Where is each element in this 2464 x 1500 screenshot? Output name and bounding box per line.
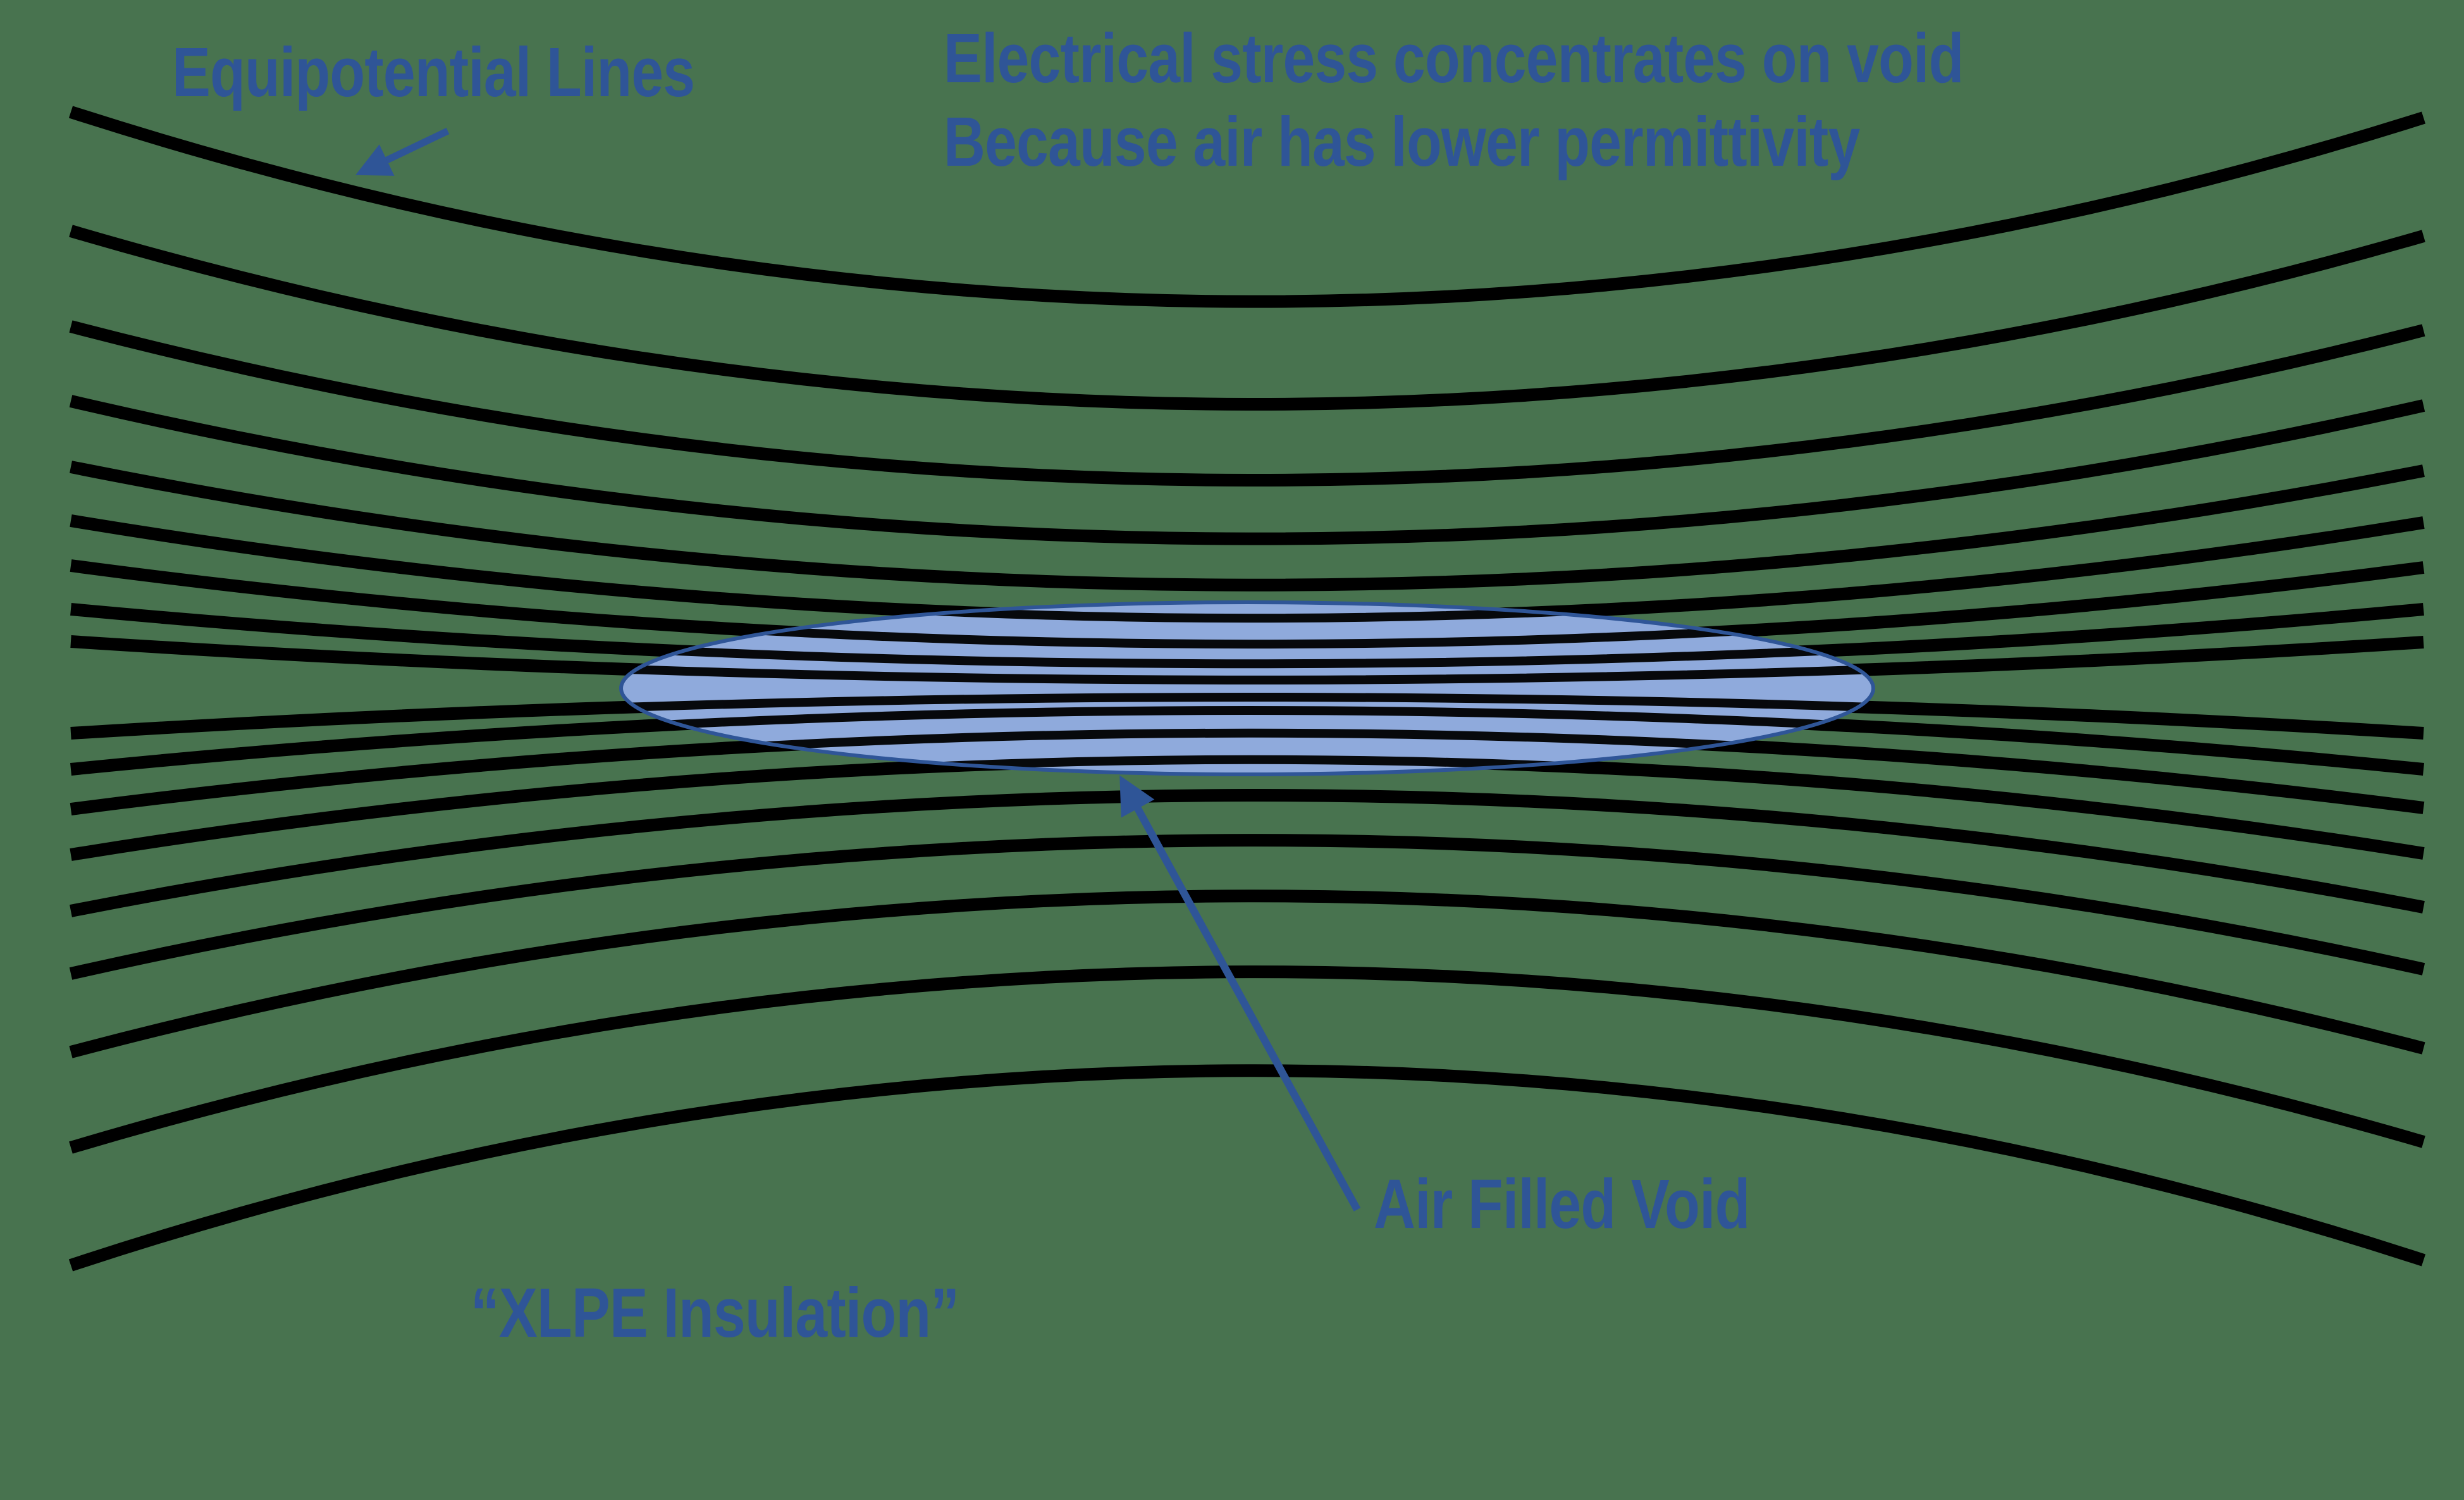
stress-note-line-2: Because air has lower permittivity — [944, 103, 1860, 181]
equipotential-line — [68, 106, 2426, 308]
equipotential-line — [621, 755, 1873, 774]
equipotential-line — [621, 693, 1873, 738]
xlpe-insulation-label: “XLPE Insulation” — [471, 1274, 959, 1352]
equipotential-line — [69, 395, 2425, 545]
equipotential-line — [621, 637, 1873, 685]
equipotential-line — [621, 602, 1873, 649]
equipotential-line — [69, 834, 2425, 980]
air-void-ellipse — [621, 602, 1873, 774]
air-void-border — [619, 600, 1875, 776]
air-filled-void-label: Air Filled Void — [1374, 1165, 1750, 1243]
equipotential-line — [621, 728, 1873, 774]
equipotential-line — [621, 706, 1873, 774]
equipotential-lines-in-void — [621, 602, 1873, 774]
equipotential-arrow — [355, 128, 450, 176]
equipotential-line — [70, 789, 2425, 917]
equipotential-line — [69, 889, 2425, 1058]
equipotential-lines-label: Equipotential Lines — [172, 34, 695, 111]
equipotential-line — [70, 461, 2425, 592]
equipotential-line — [621, 605, 1873, 669]
equipotential-line — [68, 1064, 2426, 1272]
equipotential-line — [69, 965, 2425, 1154]
void-arrow — [1119, 775, 1361, 1212]
stress-note-line-1: Electrical stress concentrates on void — [944, 20, 1964, 97]
equipotential-line — [69, 225, 2425, 411]
equipotential-line — [621, 602, 1873, 623]
equipotential-line — [69, 320, 2425, 487]
